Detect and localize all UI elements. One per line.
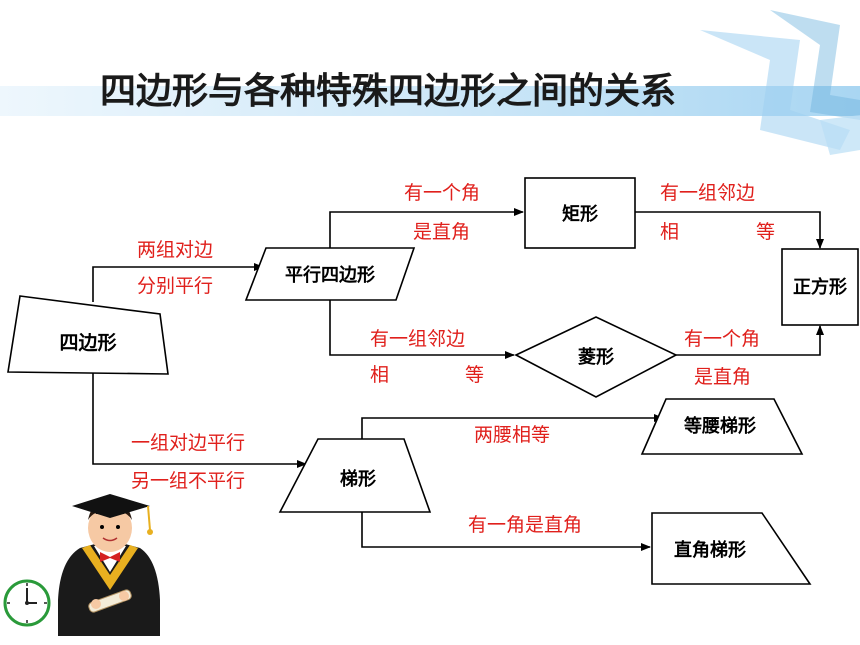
node-rectangle: 矩形 [524, 177, 636, 249]
banner-ribbon [700, 30, 850, 150]
node-square-label: 正方形 [793, 276, 847, 298]
clock-icon [3, 579, 51, 627]
edge-label-rectangle-2: 是直角 [413, 221, 470, 243]
edge-label-rectangle-1: 有一个角 [404, 182, 480, 204]
node-right-trapezoid-label: 直角梯形 [674, 539, 746, 561]
node-quadrilateral: 四边形 [7, 295, 169, 375]
edge-label-right-trapezoid: 有一角是直角 [468, 514, 582, 536]
edge-trapezoid-isosceles [361, 414, 664, 439]
node-trapezoid: 梯形 [278, 438, 432, 513]
edge-label-isosceles: 两腰相等 [474, 424, 550, 446]
banner-stripe [0, 86, 860, 116]
node-rhombus: 菱形 [514, 316, 678, 398]
edge-label-parallelogram-2: 分别平行 [137, 275, 213, 297]
nodes: 四边形 平行四边形 矩形 菱形 正方形 梯形 等腰梯形 直角梯形 [7, 177, 859, 585]
edge-quad-parallelogram [92, 263, 264, 302]
edge-label-rect-square-1: 有一组邻边 [660, 182, 755, 204]
node-right-trapezoid: 直角梯形 [651, 512, 812, 585]
edge-label-rect-square-2b: 等 [756, 221, 775, 243]
node-rhombus-label: 菱形 [578, 347, 614, 368]
edge-label-rhombus-square-2: 是直角 [694, 366, 751, 388]
edge-rectangle-square [635, 211, 824, 249]
node-parallelogram: 平行四边形 [244, 247, 416, 301]
edge-rhombus-square [676, 325, 824, 356]
edge-parallelogram-rhombus [329, 300, 515, 359]
connectors [92, 208, 824, 551]
graduate-student-illustration [58, 494, 160, 636]
node-isosceles-trapezoid: 等腰梯形 [640, 398, 804, 455]
node-isosceles-trapezoid-label: 等腰梯形 [684, 415, 756, 437]
edge-label-trapezoid-1: 一组对边平行 [131, 432, 245, 454]
edge-parallelogram-rectangle [329, 208, 524, 248]
edge-labels: 两组对边 分别平行 有一个角 是直角 有一组邻边 相 等 有一组邻边 相 等 有… [131, 182, 775, 536]
edge-trapezoid-right [361, 512, 651, 551]
banner-ribbon-dark [770, 10, 860, 120]
banner-ribbon-tail [820, 115, 860, 155]
edge-label-rhombus-2b: 等 [465, 364, 484, 386]
edge-label-trapezoid-2: 另一组不平行 [131, 470, 245, 492]
node-square: 正方形 [781, 248, 859, 326]
node-quadrilateral-label: 四边形 [59, 332, 116, 354]
title-banner: 四边形与各种特殊四边形之间的关系 [0, 10, 860, 155]
node-rectangle-label: 矩形 [562, 203, 598, 225]
node-parallelogram-label: 平行四边形 [285, 264, 375, 286]
edge-label-rhombus-2a: 相 [370, 364, 389, 386]
node-trapezoid-label: 梯形 [340, 468, 376, 490]
edge-quad-trapezoid [92, 372, 307, 468]
page-title: 四边形与各种特殊四边形之间的关系 [100, 70, 676, 112]
edge-label-rect-square-2a: 相 [660, 221, 679, 243]
edge-label-rhombus-square-1: 有一个角 [684, 328, 760, 350]
edge-label-rhombus-1: 有一组邻边 [370, 328, 465, 350]
edge-label-parallelogram-1: 两组对边 [137, 239, 213, 261]
